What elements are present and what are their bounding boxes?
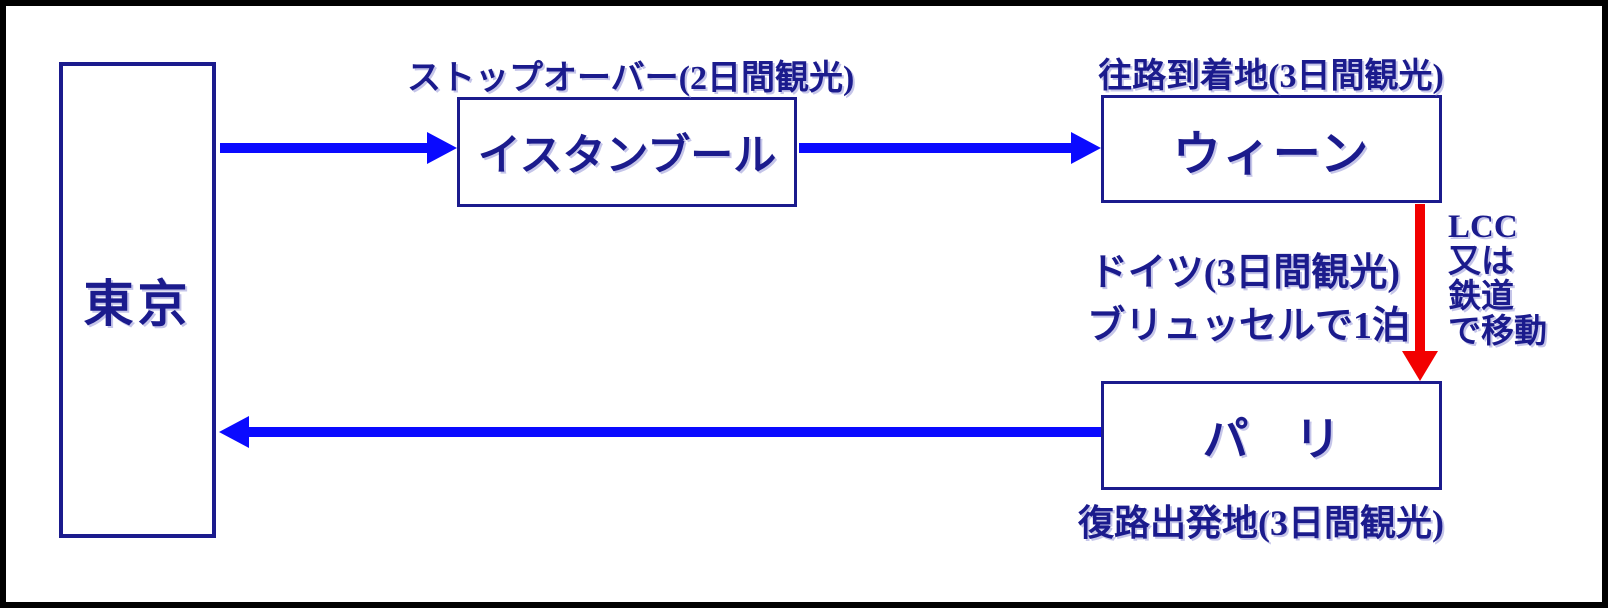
caption-istanbul-stopover: ストップオーバー(2日間観光) — [407, 60, 855, 97]
node-paris: パ リ — [1101, 381, 1442, 490]
caption-paris-return-departure: 復路出発地(3日間観光) — [1078, 503, 1444, 543]
node-tokyo: 東京 — [59, 62, 216, 538]
arrow-tokyo-to-istanbul — [220, 143, 429, 153]
node-istanbul-label: イスタンブール — [477, 133, 777, 180]
arrow-vienna-to-paris — [1415, 204, 1425, 352]
node-vienna: ウィーン — [1101, 95, 1442, 203]
arrowhead-right-icon — [1071, 132, 1101, 164]
note-germany-sightseeing: ドイツ(3日間観光) — [1089, 252, 1400, 294]
arrowhead-down-icon — [1402, 351, 1438, 381]
caption-vienna-outbound-arrival: 往路到着地(3日間観光) — [1098, 58, 1444, 95]
note-transfer-mode: LCC 又は 鉄道 で移動 — [1448, 209, 1547, 350]
arrowhead-right-icon — [427, 132, 457, 164]
node-paris-label: パ リ — [1202, 413, 1341, 465]
arrow-istanbul-to-vienna — [799, 143, 1073, 153]
arrow-paris-to-tokyo — [247, 427, 1101, 437]
node-istanbul: イスタンブール — [457, 97, 797, 207]
node-tokyo-label: 東京 — [83, 276, 192, 332]
note-brussels-overnight: ブリュッセルで1泊 — [1086, 305, 1410, 347]
arrowhead-left-icon — [219, 416, 249, 448]
node-vienna-label: ウィーン — [1172, 128, 1371, 181]
